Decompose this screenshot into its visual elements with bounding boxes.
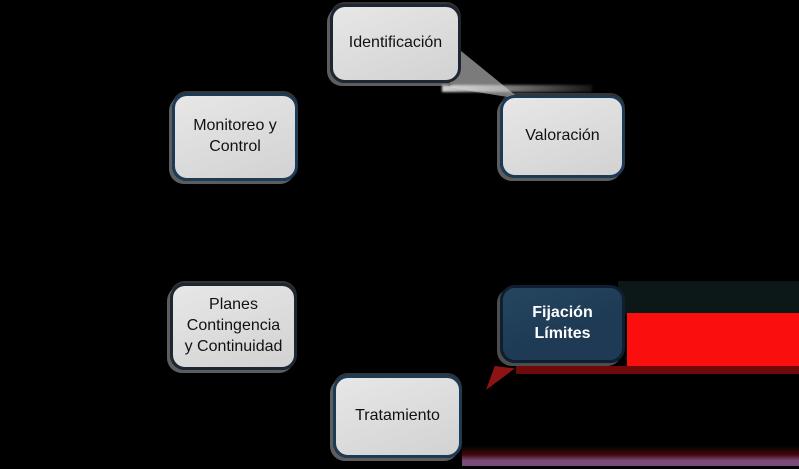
node-planes-contingencia: Planes Contingencia y Continuidad (170, 283, 297, 370)
connector-shadow-streak (442, 85, 592, 92)
node-monitoreo-control-label: Monitoreo y Control (193, 117, 277, 155)
red-arrow-tail (486, 366, 515, 390)
node-tratamiento: Tratamiento (333, 375, 462, 458)
node-tratamiento-label: Tratamiento (355, 407, 440, 425)
node-fijacion-limites: Fijación Límites (500, 285, 625, 363)
red-highlight-bar (627, 313, 799, 366)
node-valoracion-label: Valoración (525, 127, 600, 145)
bottom-edge-stripe (462, 446, 799, 466)
node-valoracion: Valoración (500, 95, 625, 178)
right-edge-shadow (618, 281, 799, 314)
node-identificacion-label: Identificación (348, 34, 443, 52)
red-highlight-underline (516, 366, 799, 374)
node-fijacion-limites-label: Fijación Límites (532, 304, 593, 342)
node-identificacion: Identificación (330, 4, 461, 83)
node-planes-contingencia-label: Planes Contingencia y Continuidad (184, 296, 283, 355)
node-monitoreo-control: Monitoreo y Control (172, 93, 298, 181)
